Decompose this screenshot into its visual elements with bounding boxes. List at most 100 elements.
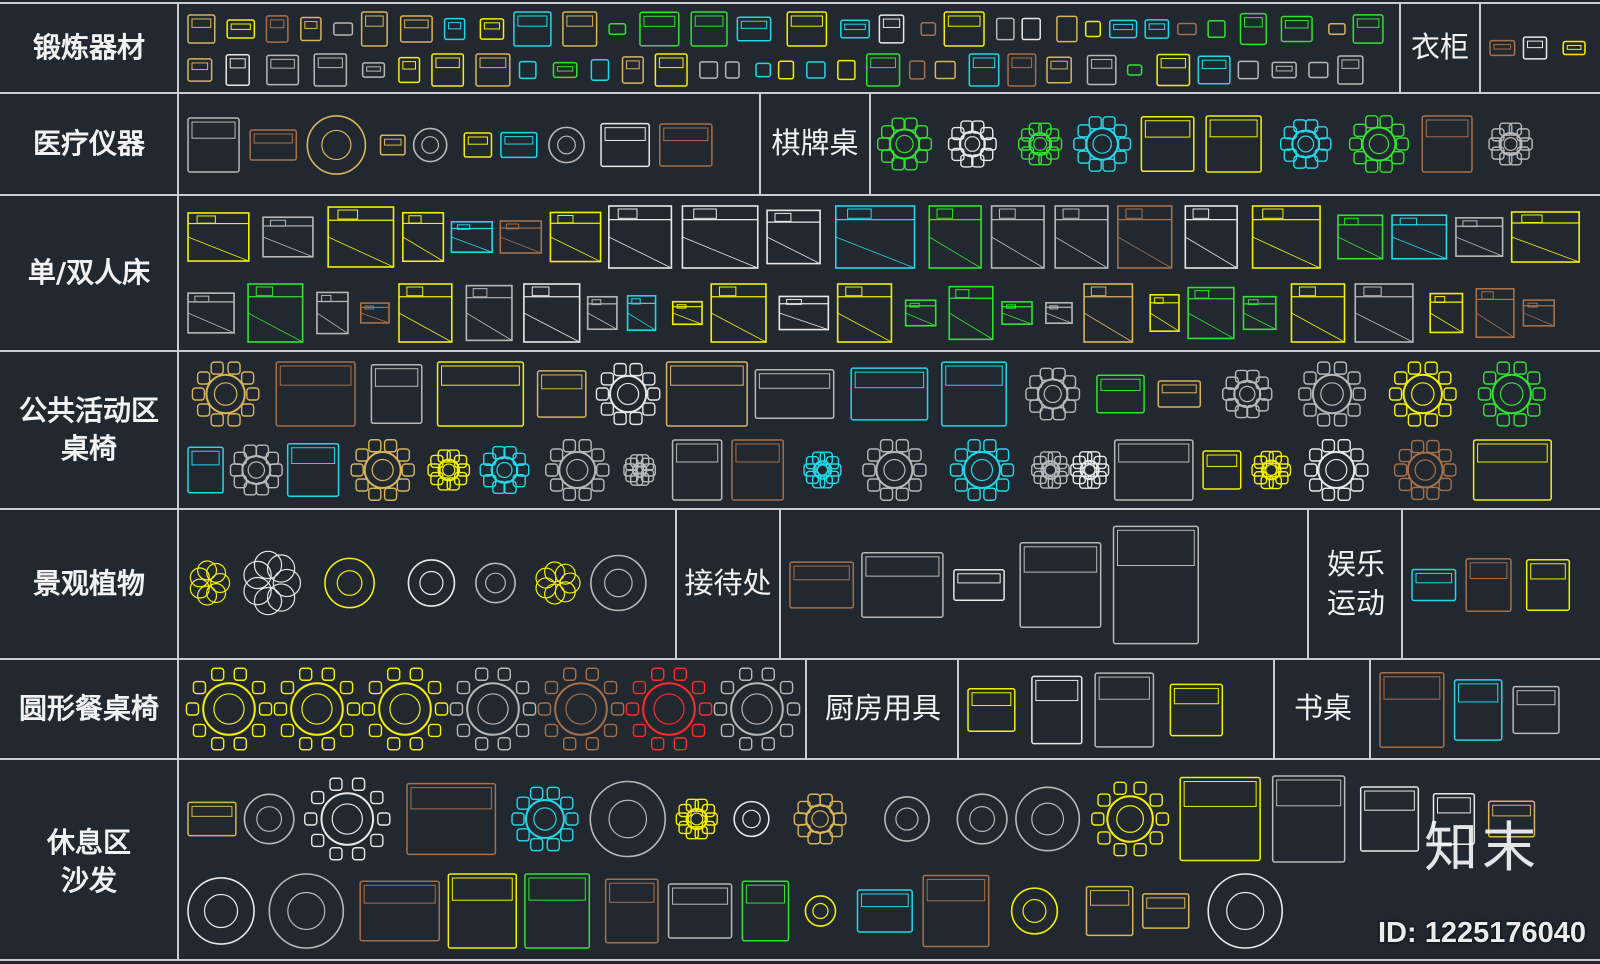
cad-symbol — [363, 884, 436, 904]
cad-bed — [682, 236, 758, 269]
cad-chair — [546, 786, 560, 801]
cad-symbol — [604, 878, 659, 944]
cad-symbol — [1453, 679, 1503, 741]
cad-bed — [1185, 236, 1238, 269]
cad-bed — [1391, 236, 1447, 260]
cad-chair — [329, 777, 343, 791]
cad-bed — [905, 312, 936, 327]
cad-bed — [1049, 305, 1059, 310]
cad-chair — [396, 478, 411, 492]
cad-symbol — [1465, 558, 1512, 612]
cad-bed — [1455, 236, 1503, 257]
cad-bed — [845, 286, 863, 297]
cad-bed — [1527, 302, 1538, 308]
inline-label-card-table: 棋牌桌 — [771, 126, 859, 161]
cad-symbol — [187, 14, 216, 44]
cad-plant — [554, 563, 576, 585]
cad-symbol — [1084, 20, 1102, 38]
cad-symbol — [742, 809, 761, 829]
cad-chair — [1277, 463, 1292, 477]
cad-symbol — [967, 688, 1016, 732]
cad-bed — [1243, 312, 1277, 330]
cad-symbol — [690, 11, 728, 47]
grid-vline — [675, 509, 677, 659]
cad-chair — [954, 448, 969, 462]
cad-symbol — [399, 15, 433, 43]
cad-symbol — [812, 902, 829, 920]
cad-round-table — [1503, 137, 1518, 151]
cad-bed — [1523, 312, 1555, 327]
cad-plant — [206, 562, 227, 583]
cad-symbol — [1108, 19, 1138, 39]
cad-chair — [585, 667, 599, 681]
cad-chair — [515, 723, 530, 738]
cad-bed — [398, 312, 452, 343]
cad-symbol — [443, 17, 466, 41]
cad-symbol — [435, 57, 460, 69]
cad-chair — [578, 439, 592, 453]
cad-chair — [339, 723, 354, 738]
cad-round-table — [741, 693, 773, 725]
cad-round-table — [320, 792, 375, 846]
grid-hline — [0, 658, 1600, 660]
cad-bed — [1083, 312, 1133, 343]
cad-bed — [1344, 217, 1359, 226]
cad-bed — [991, 236, 1045, 269]
cad-bed — [1399, 217, 1418, 226]
cad-symbol — [908, 60, 926, 80]
cad-symbol — [1415, 572, 1453, 584]
cad-symbol — [475, 562, 516, 604]
cad-chair — [456, 680, 471, 695]
cad-symbol — [412, 127, 448, 163]
cad-round-table — [371, 458, 394, 482]
cad-symbol — [448, 22, 462, 30]
cad-symbol — [402, 61, 416, 70]
cad-symbol — [374, 368, 419, 387]
cad-symbol — [1011, 57, 1033, 69]
cad-chair — [673, 667, 687, 681]
cad-chair — [377, 812, 391, 826]
cad-round-table — [363, 451, 402, 489]
cad-chair — [311, 790, 325, 805]
row-label-medical: 医疗仪器 — [32, 127, 145, 161]
cad-chair — [895, 439, 910, 453]
grid-vline — [805, 659, 807, 759]
cad-bed — [909, 302, 920, 308]
cad-round-table — [1291, 129, 1321, 159]
cad-symbol — [1173, 687, 1219, 705]
cad-symbol — [557, 135, 576, 155]
cad-bed — [247, 312, 303, 343]
cad-plant — [206, 583, 227, 604]
cad-symbol — [291, 447, 336, 464]
cad-symbol — [191, 450, 220, 466]
cad-round-table — [970, 458, 994, 482]
cad-chair — [497, 667, 511, 681]
cad-symbol — [249, 129, 298, 161]
cad-chair — [1350, 448, 1364, 462]
cad-chair — [1298, 387, 1312, 401]
cad-round-table — [1265, 463, 1278, 477]
cad-chair — [227, 361, 241, 375]
cad-symbol — [1035, 679, 1079, 702]
cad-chair — [1017, 137, 1032, 151]
cad-bed — [1291, 312, 1345, 343]
cad-chair — [1225, 376, 1239, 390]
cad-symbol — [321, 129, 352, 161]
cad-bed — [316, 312, 349, 334]
cad-chair — [793, 812, 808, 826]
cad-symbol — [865, 556, 940, 577]
cad-round-table — [301, 693, 333, 725]
cad-chair — [1391, 123, 1405, 137]
cad-symbol — [1477, 443, 1548, 463]
cad-chair — [563, 737, 577, 751]
cad-bed — [837, 312, 892, 343]
cad-round-table — [378, 682, 432, 736]
cad-chair — [1113, 842, 1127, 857]
cad-bed — [1247, 299, 1259, 306]
cad-symbol — [243, 793, 295, 845]
cad-chair — [613, 411, 627, 426]
cad-symbol — [789, 561, 855, 609]
cad-symbol — [475, 53, 511, 87]
cad-chair — [1388, 387, 1403, 401]
cad-plant — [197, 585, 218, 606]
